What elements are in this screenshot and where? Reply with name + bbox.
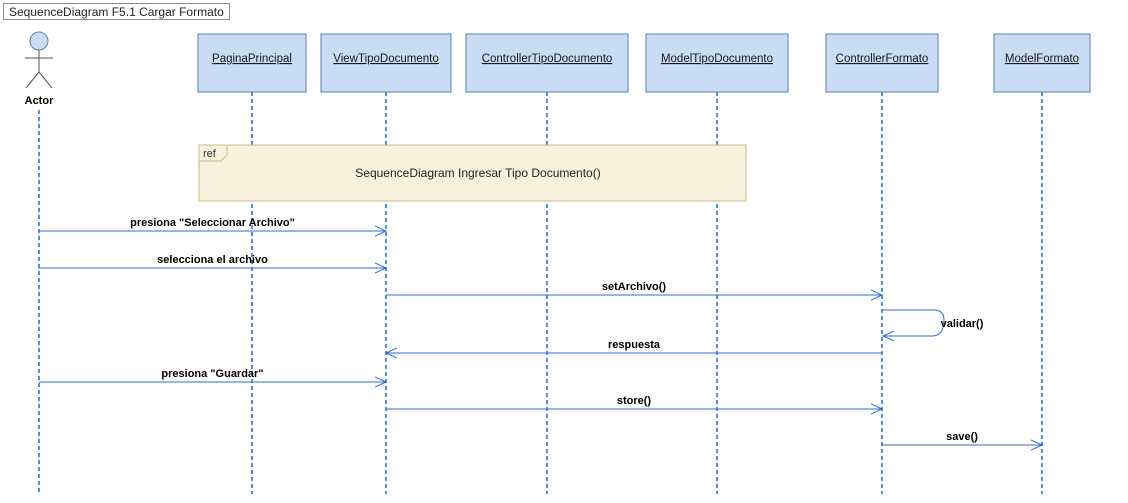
- lifeline-ctrlFormato[interactable]: ControllerFormato: [825, 33, 939, 494]
- lifeline-modelTipo[interactable]: ModelTipoDocumento: [645, 33, 789, 494]
- message-label: save(): [946, 431, 978, 443]
- message-2[interactable]: selecciona el archivo: [39, 254, 386, 268]
- message-label: presiona "Guardar": [161, 368, 263, 380]
- message-label: validar(): [941, 318, 984, 330]
- lifeline-name: ControllerTipoDocumento: [482, 53, 613, 65]
- lifeline-modelFormato[interactable]: ModelFormato: [993, 33, 1091, 494]
- message-label: store(): [617, 395, 652, 407]
- message-6[interactable]: presiona "Guardar": [39, 368, 386, 382]
- message-arrow: [882, 309, 945, 336]
- lifeline-box[interactable]: [993, 33, 1091, 93]
- message-3[interactable]: setArchivo(): [386, 281, 882, 295]
- lifeline-name: ModelFormato: [1005, 53, 1079, 65]
- message-4[interactable]: validar(): [882, 309, 984, 336]
- ref-tag-label: ref: [203, 148, 217, 160]
- message-1[interactable]: presiona "Seleccionar Archivo": [39, 217, 386, 231]
- lifeline-name: ControllerFormato: [836, 53, 929, 65]
- actor-name: Actor: [25, 95, 54, 107]
- actor-icon: [29, 31, 49, 51]
- actor[interactable]: Actor: [25, 31, 54, 494]
- lifeline-name: ViewTipoDocumento: [333, 53, 438, 65]
- message-label: setArchivo(): [602, 281, 667, 293]
- lifeline-name: ModelTipoDocumento: [661, 53, 773, 65]
- ref-fragment-text: SequenceDiagram Ingresar Tipo Documento(…: [355, 166, 600, 180]
- message-7[interactable]: store(): [386, 395, 882, 409]
- message-label: presiona "Seleccionar Archivo": [130, 217, 295, 229]
- message-5[interactable]: respuesta: [386, 339, 882, 353]
- frame-title: SequenceDiagram F5.1 Cargar Formato: [3, 3, 230, 20]
- lifeline-box[interactable]: [825, 33, 939, 93]
- message-label: respuesta: [608, 339, 661, 351]
- lifeline-view[interactable]: ViewTipoDocumento: [320, 33, 452, 494]
- message-8[interactable]: save(): [882, 431, 1042, 445]
- lifeline-name: PaginaPrincipal: [212, 53, 292, 65]
- lifeline-ctrlTipo[interactable]: ControllerTipoDocumento: [465, 33, 629, 494]
- lifeline-box[interactable]: [465, 33, 629, 93]
- lifeline-box[interactable]: [320, 33, 452, 93]
- ref-tag: [198, 144, 228, 162]
- lifeline-box[interactable]: [197, 33, 307, 93]
- message-label: selecciona el archivo: [157, 254, 268, 266]
